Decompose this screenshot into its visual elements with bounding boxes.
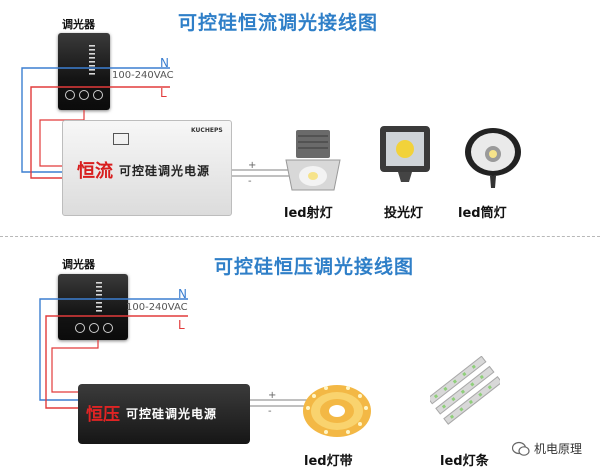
top-driver-terminal	[113, 133, 129, 145]
watermark: 机电原理	[512, 440, 582, 457]
led-strip-reel-icon	[303, 385, 371, 437]
downlight-icon	[465, 128, 521, 188]
led-bar-icon	[430, 356, 500, 425]
top-title: 可控硅恒流调光接线图	[178, 12, 379, 34]
bottom-neutral-label: N	[178, 287, 187, 301]
top-dimmer	[58, 33, 110, 110]
bottom-minus: -	[268, 406, 272, 417]
top-voltage-label: 100-240VAC	[112, 70, 174, 81]
wechat-icon	[512, 441, 530, 456]
bottom-driver-badge: 恒压	[86, 405, 120, 425]
top-driver-text: 可控硅调光电源	[119, 164, 211, 178]
floodlight-icon	[380, 126, 430, 182]
top-lamp-1-label: led射灯	[284, 206, 333, 221]
top-lamp-2-label: 投光灯	[384, 206, 424, 221]
bottom-lamp-2-label: led灯条	[440, 454, 489, 469]
bottom-live-label: L	[178, 318, 185, 332]
top-wiring	[21, 67, 290, 179]
top-live-label: L	[160, 86, 167, 100]
top-minus: -	[248, 176, 252, 187]
bottom-driver-text: 可控硅调光电源	[126, 407, 218, 421]
top-driver: KUCHEPS 恒流 可控硅调光电源	[62, 120, 232, 216]
top-driver-badge: 恒流	[77, 161, 113, 182]
bottom-title: 可控硅恒压调光接线图	[214, 256, 415, 278]
top-plus: +	[248, 160, 257, 171]
bottom-voltage-label: 100-240VAC	[126, 302, 188, 313]
watermark-text: 机电原理	[534, 442, 583, 456]
bottom-plus: +	[268, 390, 277, 401]
top-lamp-3-label: led筒灯	[458, 206, 507, 221]
section-divider	[0, 236, 600, 237]
top-dimmer-graphics	[65, 45, 103, 100]
bottom-dimmer	[58, 274, 128, 340]
top-dimmer-label: 调光器	[62, 18, 95, 31]
spotlight-icon	[285, 130, 341, 191]
bottom-driver: 恒压 可控硅调光电源	[78, 384, 250, 444]
bottom-wiring	[39, 298, 308, 409]
bottom-dimmer-label: 调光器	[62, 258, 95, 271]
bottom-lamp-1-label: led灯带	[304, 454, 353, 469]
top-driver-brand: KUCHEPS	[191, 127, 223, 134]
top-neutral-label: N	[160, 56, 169, 70]
